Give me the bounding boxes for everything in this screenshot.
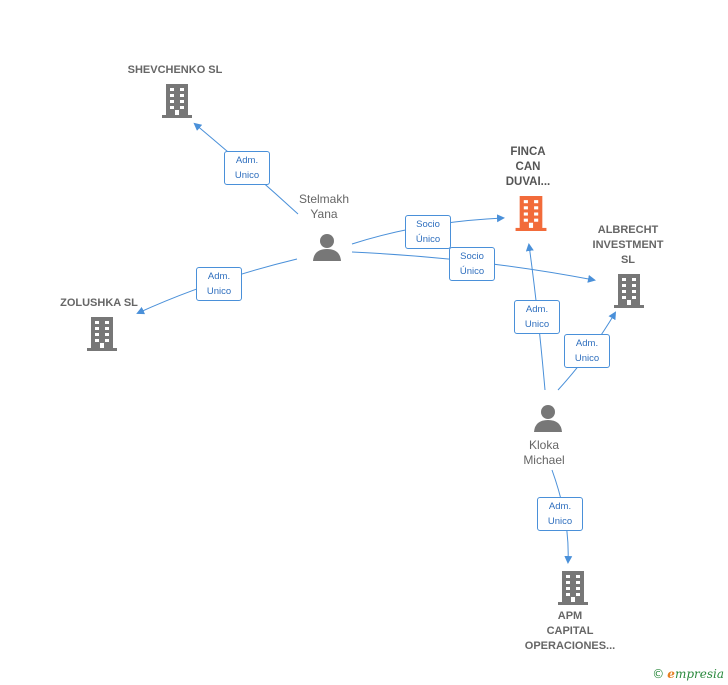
zolushka-label[interactable]: ZOLUSHKA SL <box>44 296 154 311</box>
finca-label-line-3: DUVAI... <box>505 176 551 188</box>
edge-label-kloka-finca[interactable]: Adm. Unico <box>514 300 560 334</box>
apm-building-icon[interactable] <box>558 571 588 605</box>
stelmakh-label[interactable]: Stelmakh Yana <box>284 192 364 222</box>
apm-label-line-1: APM <box>557 610 583 622</box>
edge-label-role: Adm. <box>207 271 231 282</box>
edge-label-kloka-albrecht[interactable]: Adm. Unico <box>564 334 610 368</box>
shevchenko-label-line: SHEVCHENKO SL <box>127 64 223 76</box>
edge-label-type: Unico <box>547 516 573 527</box>
brand-footer[interactable]: ©empresia <box>652 667 724 681</box>
finca-label-line-2: CAN <box>515 161 541 173</box>
finca-label-line-1: FINCA <box>510 146 546 158</box>
edge-label-type: Unico <box>524 319 550 330</box>
apm-label-line-3: OPERACIONES... <box>524 640 616 652</box>
albrecht-label-line-1: ALBRECHT <box>597 224 659 236</box>
edge-label-role: Adm. <box>575 338 599 349</box>
edge-label-type: Unico <box>574 353 600 364</box>
albrecht-label[interactable]: ALBRECHT INVESTMENT SL <box>580 223 676 268</box>
edge-label-stelmakh-shevchenko[interactable]: Adm. Unico <box>224 151 270 185</box>
copyright-icon: © <box>652 667 665 681</box>
shevchenko-label[interactable]: SHEVCHENKO SL <box>110 63 240 78</box>
edge-label-stelmakh-albrecht[interactable]: Socio Único <box>449 247 495 281</box>
edge-label-role: Adm. <box>548 501 572 512</box>
apm-label-line-2: CAPITAL <box>546 625 594 637</box>
stelmakh-label-line-2: Yana <box>310 207 338 221</box>
edge-label-type: Único <box>459 266 485 277</box>
albrecht-building-icon[interactable] <box>614 274 644 308</box>
edge-label-type: Único <box>415 234 441 245</box>
edge-label-role: Socio <box>460 251 484 262</box>
kloka-label[interactable]: Kloka Michael <box>504 438 584 468</box>
edge-label-kloka-apm[interactable]: Adm. Unico <box>537 497 583 531</box>
edge-label-role: Socio <box>416 219 440 230</box>
kloka-person-icon[interactable] <box>533 403 563 433</box>
zolushka-building-icon[interactable] <box>87 317 117 351</box>
edge-label-role: Adm. <box>235 155 259 166</box>
kloka-label-line-2: Michael <box>523 453 565 467</box>
edge-label-type: Unico <box>234 170 260 181</box>
finca-label[interactable]: FINCA CAN DUVAI... <box>488 145 568 190</box>
brand-name: mpresia <box>674 667 724 681</box>
zolushka-label-line: ZOLUSHKA SL <box>60 297 138 309</box>
edge-label-role: Adm. <box>525 304 549 315</box>
albrecht-label-line-2: INVESTMENT <box>592 239 664 251</box>
brand-initial: e <box>667 667 675 681</box>
albrecht-label-line-3: SL <box>620 254 636 266</box>
edge-label-stelmakh-finca[interactable]: Socio Único <box>405 215 451 249</box>
stelmakh-person-icon[interactable] <box>312 232 342 262</box>
apm-label[interactable]: APM CAPITAL OPERACIONES... <box>510 609 630 654</box>
edge-label-type: Unico <box>206 286 232 297</box>
shevchenko-building-icon[interactable] <box>162 84 192 118</box>
kloka-label-line-1: Kloka <box>528 438 560 452</box>
finca-building-icon[interactable] <box>515 196 547 231</box>
edge-label-stelmakh-zolushka[interactable]: Adm. Unico <box>196 267 242 301</box>
stelmakh-label-line-1: Stelmakh <box>298 192 350 206</box>
